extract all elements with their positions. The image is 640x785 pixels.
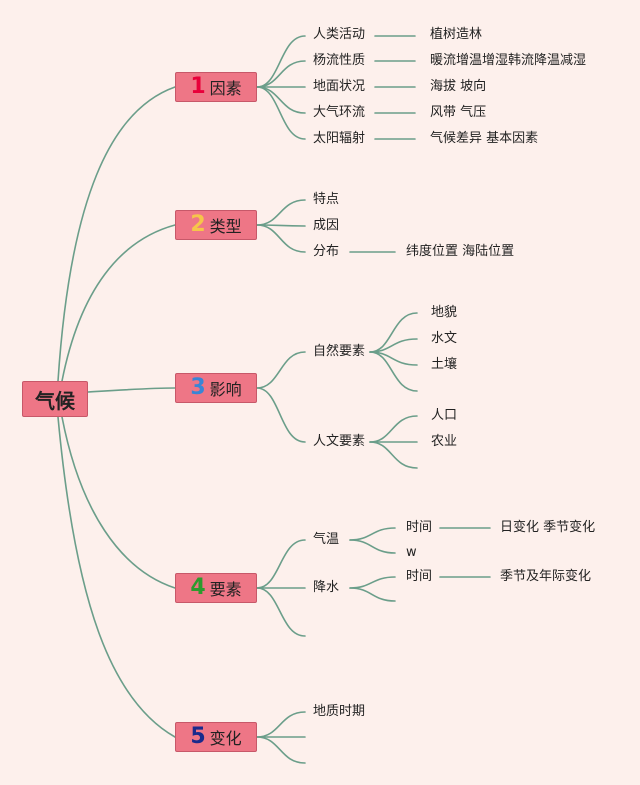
topic-label[interactable]: 杨流性质 [313,53,366,68]
topic-label[interactable]: 大气环流 [313,105,366,120]
topic-detail[interactable]: 气候差异 基本因素 [430,131,539,146]
branch-number: 4 [190,575,206,600]
topic-detail[interactable]: 日变化 季节变化 [500,520,596,535]
subtopic-label[interactable]: 地貌 [431,305,458,320]
topic-label[interactable]: 人文要素 [313,434,366,449]
subtopic-label[interactable]: 水文 [431,331,458,346]
topic-label[interactable]: 分布 [313,244,340,259]
topic-label[interactable]: 太阳辐射 [313,131,366,146]
topic-label[interactable]: 气温 [313,532,340,547]
branch-node-change[interactable]: 5 变化 [175,722,257,752]
branch-label: 变化 [209,729,242,748]
branch-label: 类型 [209,217,242,236]
topic-label[interactable]: 人类活动 [313,27,366,42]
branch-label: 要素 [209,580,242,599]
branch-node-impact[interactable]: 3 影响 [175,373,257,403]
subtopic-label[interactable]: 土壤 [431,357,458,372]
topic-label[interactable]: 特点 [313,192,340,207]
branch-number: 1 [190,74,206,99]
topic-label[interactable]: 地面状况 [313,79,366,94]
branch-label: 影响 [209,380,242,399]
topic-label[interactable]: 自然要素 [313,344,366,359]
topic-detail[interactable]: 季节及年际变化 [500,569,592,584]
topic-detail[interactable]: 风带 气压 [430,105,487,120]
branch-number: 5 [190,724,206,749]
topic-detail[interactable]: 纬度位置 海陆位置 [406,244,515,259]
topic-label[interactable]: 地质时期 [313,704,366,719]
branch-node-factors[interactable]: 1 因素 [175,72,257,102]
root-node[interactable]: 气候 [22,381,88,417]
topic-label[interactable]: 成因 [313,218,340,233]
subtopic-label[interactable]: 人口 [431,408,458,423]
branch-label: 因素 [209,79,242,98]
subtopic-label[interactable]: 时间 [406,569,433,584]
subtopic-label[interactable]: w [406,545,417,560]
topic-detail[interactable]: 暖流增温增湿韩流降温减湿 [430,53,587,68]
subtopic-label[interactable]: 时间 [406,520,433,535]
branch-node-types[interactable]: 2 类型 [175,210,257,240]
topic-detail[interactable]: 海拔 坡向 [430,79,487,94]
subtopic-label[interactable]: 农业 [431,434,458,449]
branch-number: 3 [190,375,206,400]
branch-number: 2 [190,212,206,237]
branch-node-elements[interactable]: 4 要素 [175,573,257,603]
topic-label[interactable]: 降水 [313,580,340,595]
topic-detail[interactable]: 植树造林 [430,27,483,42]
